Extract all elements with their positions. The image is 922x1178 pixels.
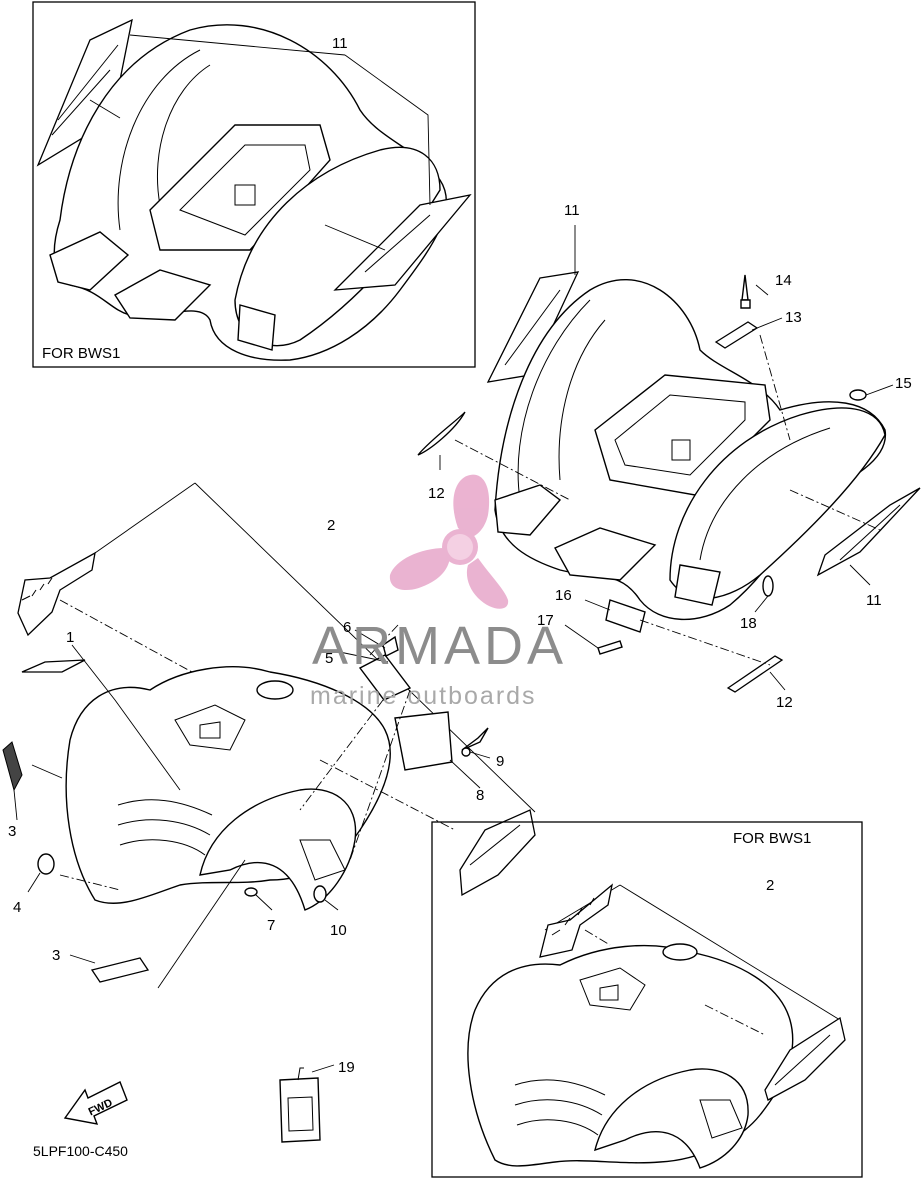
callout-1: 1 xyxy=(66,629,74,646)
callout-3-side: 3 xyxy=(8,823,16,840)
callout-3-lower: 3 xyxy=(52,947,60,964)
callout-12-upper: 12 xyxy=(428,485,445,502)
propeller-logo-icon xyxy=(389,474,509,609)
inset-label-bottom: FOR BWS1 xyxy=(733,830,811,847)
callout-7: 7 xyxy=(267,917,275,934)
callout-17: 17 xyxy=(537,612,554,629)
callout-4: 4 xyxy=(13,899,21,916)
callout-14: 14 xyxy=(775,272,792,289)
callout-13: 13 xyxy=(785,309,802,326)
callout-16: 16 xyxy=(555,587,572,604)
fwd-arrow-icon xyxy=(63,1081,128,1125)
callout-9: 9 xyxy=(496,753,504,770)
part-19-tag xyxy=(279,1064,335,1143)
callout-2-inset: 2 xyxy=(766,877,774,894)
callout-2-main: 2 xyxy=(327,517,335,534)
callout-15: 15 xyxy=(895,375,912,392)
callout-11-top: 11 xyxy=(564,202,580,219)
callout-11-right: 11 xyxy=(866,592,882,609)
callout-6: 6 xyxy=(343,619,351,636)
callout-5: 5 xyxy=(325,650,333,667)
watermark-tagline: marine outboards xyxy=(310,682,537,710)
inset-label-top: FOR BWS1 xyxy=(42,345,120,362)
callout-18: 18 xyxy=(740,615,757,632)
rear-fender-assembly xyxy=(417,225,921,693)
callout-8: 8 xyxy=(476,787,484,804)
front-fender-assembly xyxy=(2,482,536,989)
callout-10: 10 xyxy=(330,922,347,939)
watermark-brand: ARMADA xyxy=(312,616,567,676)
diagram-code: 5LPF100-C450 xyxy=(33,1143,128,1159)
callout-11-inset: 11 xyxy=(332,35,348,52)
inset-rear-fender-bws1 xyxy=(32,1,476,368)
callout-19: 19 xyxy=(338,1059,355,1076)
inset-front-fender-bws1 xyxy=(431,821,863,1178)
callout-12-lower: 12 xyxy=(776,694,793,711)
